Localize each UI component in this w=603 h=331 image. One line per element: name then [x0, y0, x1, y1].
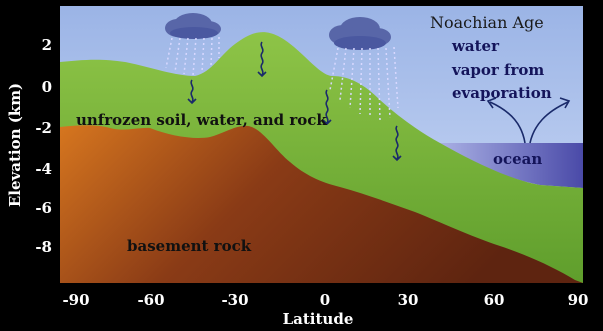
y-axis-label: Elevation (km) [6, 83, 24, 207]
soil-label: unfrozen soil, water, and rock [76, 111, 327, 129]
rain-icon-left [165, 37, 220, 76]
y-axis: 2 0 -2 -4 -6 -8 Elevation (km) [6, 36, 52, 256]
y-tick-label: -2 [35, 119, 52, 137]
y-tick-label: 2 [42, 36, 52, 54]
cloud-icon-right [329, 17, 391, 50]
ocean-label: ocean [493, 150, 542, 168]
infiltration-arrow-icon [187, 79, 197, 105]
page-title: Noachian Age [430, 13, 544, 32]
evaporation-arrow-icon [486, 97, 571, 144]
x-tick-label: 60 [484, 291, 505, 309]
y-tick-label: -8 [35, 238, 52, 256]
y-tick-label: -4 [35, 160, 52, 178]
ocean [440, 143, 583, 188]
infiltration-arrow-icon [257, 41, 267, 78]
infiltration-arrow-icon [392, 125, 402, 162]
x-axis-label: Latitude [283, 310, 354, 328]
y-tick-label: 0 [42, 78, 52, 96]
x-tick-label: -60 [137, 291, 164, 309]
x-axis: -90 -60 -30 0 30 60 90 Latitude [62, 291, 588, 328]
x-tick-label: 90 [568, 291, 589, 309]
vapor-label-line1: water [451, 37, 500, 55]
vapor-label-line3: evaporation [452, 84, 552, 102]
cloud-icon-left [165, 13, 221, 39]
rain-icon-right [329, 46, 399, 121]
x-tick-label: -90 [62, 291, 89, 309]
x-tick-label: -30 [221, 291, 248, 309]
x-tick-label: 0 [320, 291, 330, 309]
basement-label: basement rock [127, 237, 252, 255]
basement-rock [60, 125, 583, 283]
y-tick-label: -6 [35, 199, 52, 217]
vapor-label-line2: vapor from [451, 61, 544, 79]
x-tick-label: 30 [398, 291, 419, 309]
infiltration-arrow-icon [322, 89, 332, 126]
